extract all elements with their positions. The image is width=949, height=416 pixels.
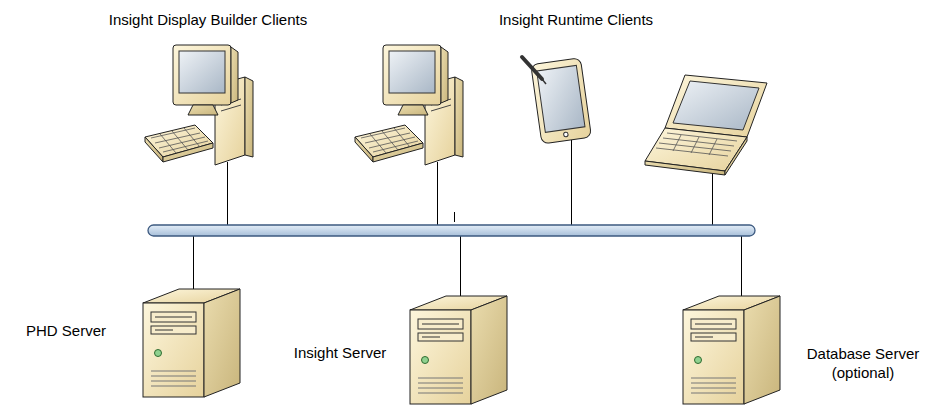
server-label: Insight Server bbox=[294, 344, 387, 363]
runtime-tablet bbox=[522, 57, 591, 144]
laptop-edge bbox=[725, 137, 747, 175]
laptop-screen bbox=[673, 81, 759, 130]
server-label: Database Server (optional) bbox=[798, 345, 928, 383]
drop-line bbox=[193, 235, 194, 295]
tablet-button bbox=[563, 132, 568, 137]
tablet-body bbox=[531, 58, 592, 144]
server-name: Database Server (optional) bbox=[798, 345, 928, 383]
server-label: PHD Server bbox=[26, 322, 106, 341]
phd-server-icon bbox=[143, 289, 240, 397]
server-name: Insight Server bbox=[294, 344, 387, 363]
tablet-screen bbox=[537, 65, 585, 132]
stylus bbox=[522, 57, 542, 79]
client-group-label: Insight Runtime Clients bbox=[499, 11, 653, 30]
drop-line bbox=[437, 162, 438, 226]
drop-line bbox=[227, 162, 228, 226]
laptop-keys bbox=[656, 133, 737, 156]
database-server-icon bbox=[683, 296, 780, 404]
drop-line bbox=[712, 170, 713, 226]
drop-lines bbox=[194, 140, 742, 302]
runtime-desktop bbox=[355, 45, 463, 165]
network-bus bbox=[148, 225, 755, 236]
builder-desktop bbox=[145, 45, 253, 165]
runtime-laptop bbox=[645, 75, 767, 175]
drop-line bbox=[741, 235, 742, 302]
stylus-tip bbox=[542, 79, 546, 84]
client-group-label: Insight Display Builder Clients bbox=[109, 11, 307, 30]
drop-line bbox=[571, 140, 572, 226]
laptop-lid bbox=[665, 75, 767, 137]
server-name: PHD Server bbox=[26, 322, 106, 341]
tick-line bbox=[454, 212, 455, 222]
insight-server-icon bbox=[410, 296, 507, 404]
laptop-edge bbox=[645, 161, 725, 175]
drop-line bbox=[460, 235, 461, 302]
